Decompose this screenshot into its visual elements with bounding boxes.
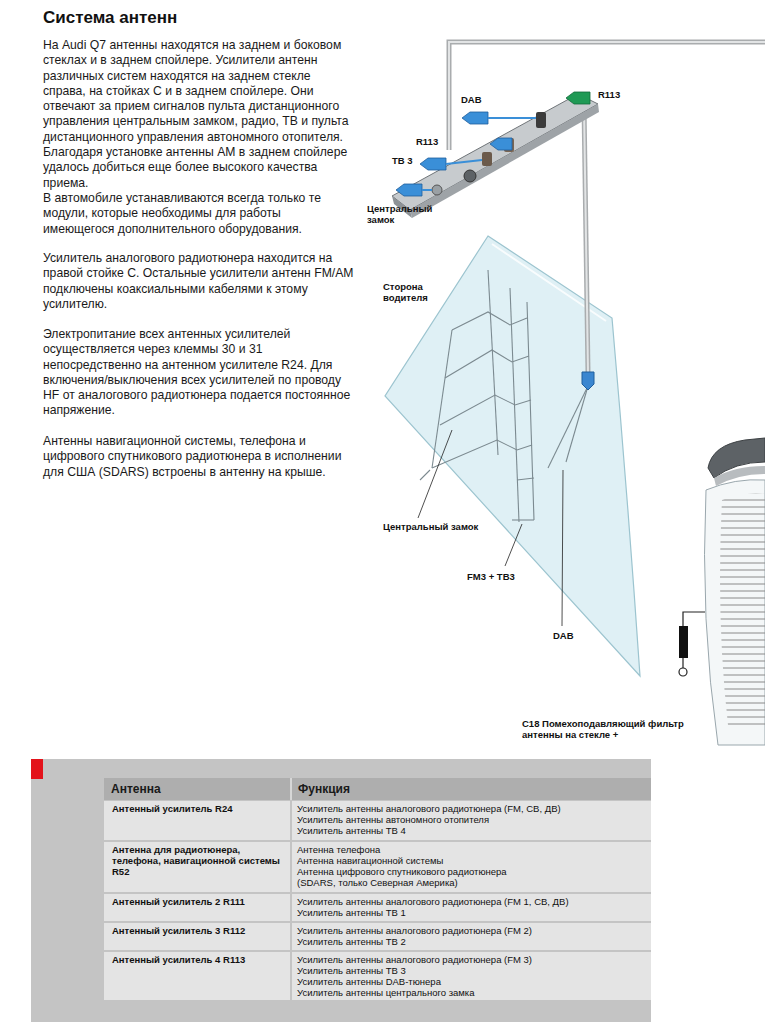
part-label: FM3 + ТВ3 (467, 571, 557, 582)
part-label: Центральный замок (383, 521, 503, 532)
table-cell-antenna: Антенный усилитель 3 R112 (112, 925, 284, 936)
connector-cable (422, 189, 432, 191)
filter-wire (683, 612, 705, 626)
table-cell-function: Усилитель антенны автономного отопителя (297, 814, 647, 825)
tv3-connector (420, 158, 446, 170)
dab-wire (548, 386, 588, 468)
table-cell-antenna: Антенный усилитель R24 (112, 803, 284, 814)
table-cell (104, 952, 290, 1000)
rear-window (705, 480, 765, 745)
part-label: ТВ 3 (392, 155, 432, 166)
coax-cable (449, 42, 765, 150)
body-paragraph: В автомобиле устанавливаются всегда толь… (43, 191, 355, 237)
table-cell-function: Усилитель антенны аналогового радиотюнер… (297, 925, 647, 936)
table-cell-function: Усилитель антенны аналогового радиотюнер… (297, 896, 647, 907)
part-label: R113 (416, 136, 456, 147)
table-cell-function: Усилитель антенны ТВ 2 (297, 936, 647, 947)
coax-cable (584, 106, 588, 372)
dab-connector (462, 112, 488, 124)
leader-line (505, 524, 522, 566)
table-cell-function: (SDARS, только Северная Америка) (297, 877, 647, 888)
plug (432, 185, 442, 195)
part-label: C18 Помехоподавляющий фильтр антенны на … (522, 718, 694, 740)
rear-window-heater (720, 494, 765, 725)
grid-wire (488, 270, 498, 455)
table-cell-function: Усилитель антенны ТВ 1 (297, 907, 647, 918)
r113-connector (490, 138, 512, 150)
table-cell (292, 952, 651, 1000)
module-plugs (432, 112, 546, 195)
grid-wire (445, 350, 529, 378)
table-cell-antenna: Антенна для радиотюнера, телефона, навиг… (112, 844, 284, 877)
plug (482, 152, 492, 166)
central-lock-connector (396, 184, 422, 196)
grid-wire (420, 470, 430, 480)
table-cell (292, 894, 651, 921)
filter-terminal (679, 668, 687, 676)
plug (464, 170, 476, 182)
grid-wire (432, 330, 452, 468)
body-paragraph: Антенны навигационной системы, телефона … (43, 434, 355, 480)
table-panel (31, 759, 651, 1022)
table-cell-function: Усилитель антенны ТВ 3 (297, 965, 647, 976)
table-cell-function: Усилитель антенны DAB-тюнера (297, 976, 647, 987)
part-label: DAB (553, 630, 593, 641)
grid-wire (512, 519, 534, 520)
connector-cable (446, 160, 482, 164)
connector-arrows (396, 112, 512, 196)
table-cell (104, 842, 290, 892)
table-cell-function: Антенна навигационной системы (297, 855, 647, 866)
body-paragraph: На Audi Q7 антенны находятся на заднем и… (43, 38, 355, 191)
grid-wire (440, 395, 531, 425)
table-cell-function: Антенна цифрового спутникового радиотюне… (297, 866, 647, 877)
leader-line (418, 430, 452, 518)
part-label: DAB (461, 94, 501, 105)
filter-c18-body (679, 626, 688, 658)
table-cell-antenna: Антенный усилитель 2 R111 (112, 896, 284, 907)
header-divider (291, 778, 292, 800)
table-cell (104, 801, 290, 840)
part-label: Центральный замок (367, 203, 439, 225)
r113-connector-green (566, 92, 590, 104)
antenna-grid (420, 270, 534, 522)
table-header: Функция (298, 782, 498, 796)
table-cell (292, 801, 651, 840)
grid-wire (432, 440, 532, 468)
glass-connector (582, 372, 594, 390)
coax-cable-highlight (584, 106, 588, 372)
amplifier-module-front (410, 104, 599, 218)
table-cell (292, 842, 651, 892)
table-cell-function: Усилитель антенны центрального замка (297, 987, 647, 998)
spoiler-edge (714, 466, 765, 486)
table-cell (292, 923, 651, 950)
table-cell-function: Усилитель антенны ТВ 4 (297, 825, 647, 836)
table-cell-function: Усилитель антенны аналогового радиотюнер… (297, 954, 647, 965)
page-title: Система антенн (43, 8, 177, 28)
plug (536, 112, 546, 128)
table-header: Антенна (111, 782, 281, 796)
table-cell (104, 923, 290, 950)
grid-wire (527, 302, 534, 520)
connector-cable (488, 117, 536, 119)
body-paragraph: Электропитание всех антенных усилителей … (43, 327, 355, 419)
grid-wire (452, 312, 527, 330)
table-cell-function: Антенна телефона (297, 844, 647, 855)
grid-wire (517, 478, 534, 480)
leader-line (562, 470, 563, 626)
table-cells (104, 801, 651, 1000)
filter-wire (682, 658, 683, 668)
coax-cable-highlight (449, 42, 765, 150)
table-header-band (104, 778, 651, 800)
table-cell-function: Усилитель антенны аналогового радиотюнер… (297, 803, 647, 814)
part-label: Сторона водителя (383, 281, 441, 303)
red-marker (31, 759, 43, 779)
part-label: R113 (598, 89, 648, 100)
body-paragraph: Усилитель аналогового радиотюнера находи… (43, 251, 355, 312)
table-cell (104, 894, 290, 921)
amplifier-module (392, 94, 598, 210)
table-cell-antenna: Антенный усилитель 4 R113 (112, 954, 284, 965)
